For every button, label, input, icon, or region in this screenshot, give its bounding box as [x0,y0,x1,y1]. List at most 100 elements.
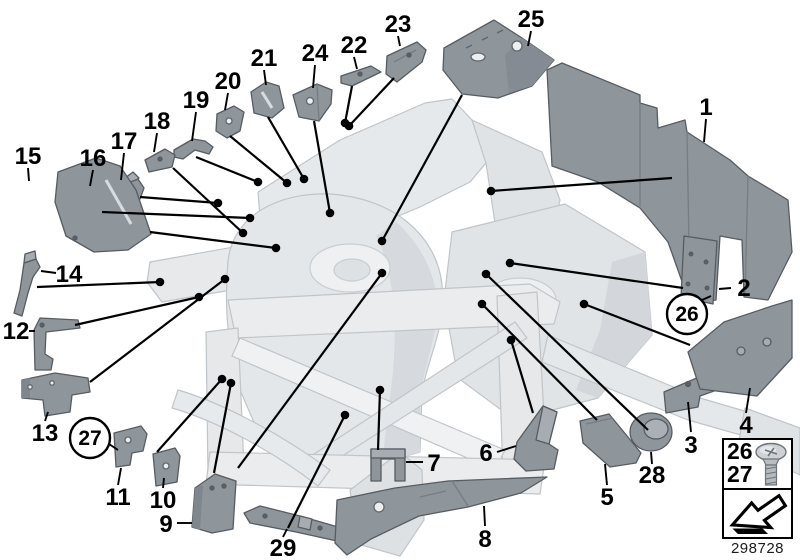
part-13[interactable] [21,372,91,417]
fastener-legend: 26 27 [722,438,793,539]
callout-22[interactable]: 22 [341,32,368,59]
callout-12[interactable]: 12 [3,318,30,345]
leader-line-part-29 [287,414,346,529]
callout-18[interactable]: 18 [144,108,171,135]
leader-line-part-19 [195,155,259,184]
callout-19[interactable]: 19 [183,87,210,114]
mount-point-dot-part-20 [282,178,292,188]
callout-stub-22 [353,56,358,70]
circled-callout-ring-26[interactable] [665,292,709,336]
leader-line-part-25 [381,94,463,242]
callout-9[interactable]: 9 [159,511,172,538]
legend-item-27: 27 [727,461,753,487]
leader-line-part-18 [172,167,244,234]
callout-stub-24 [312,64,316,89]
part-6[interactable] [513,405,559,472]
leader-line-part-10 [156,378,223,453]
mount-point-dot-part-7 [375,385,385,395]
part-19[interactable] [173,138,214,160]
callout-11[interactable]: 11 [105,484,130,511]
part-10[interactable] [152,447,181,487]
mount-point-dot-part-21 [299,174,309,184]
mount-point-dot-part-29 [340,410,350,420]
part-20[interactable] [215,105,245,139]
diagram-id: 298728 [730,540,785,557]
mount-point-dot-part-28 [481,269,491,279]
callout-28[interactable]: 28 [639,462,666,489]
mount-point-dot-part-14 [155,277,165,287]
part-15[interactable] [54,157,152,253]
callout-stub-2 [718,287,732,290]
callout-stub-20 [224,92,229,111]
callout-3[interactable]: 3 [684,432,697,459]
callout-25[interactable]: 25 [518,6,545,33]
callout-20[interactable]: 20 [215,68,242,95]
part-5[interactable] [579,413,642,468]
leader-lines-layer [36,77,691,529]
part-7[interactable] [370,448,406,482]
callout-13[interactable]: 13 [32,420,59,447]
part-18[interactable] [144,148,176,173]
part-14[interactable] [13,250,41,317]
leader-line-part-6 [509,339,535,414]
callout-stub-5 [604,463,608,486]
callout-stub-18 [153,132,158,153]
part-4[interactable] [687,299,793,397]
callout-10[interactable]: 10 [150,487,177,514]
dome-opening-inner [333,258,371,282]
mount-point-dot-part-9 [377,268,387,278]
callout-6[interactable]: 6 [479,440,492,467]
callout-7[interactable]: 7 [427,450,440,477]
part-21[interactable] [250,81,285,119]
part-12[interactable] [33,317,81,371]
callout-16[interactable]: 16 [80,145,107,172]
mount-point-dot-part-10 [217,374,227,384]
fastener-legend-row: 26 27 [724,440,791,490]
callout-23[interactable]: 23 [385,11,412,38]
callout-24[interactable]: 24 [302,40,329,67]
leader-line-part-9 [237,272,383,469]
circled-callout-ring-27[interactable] [68,416,112,460]
callout-1[interactable]: 1 [699,94,712,121]
part-8[interactable] [334,476,548,556]
callout-15[interactable]: 15 [15,143,42,170]
leader-line-part-7 [376,389,382,451]
mount-point-dot-part-24 [325,208,335,218]
leader-line-part-24 [312,120,332,214]
circled-callout-27[interactable]: 27 [78,427,101,450]
part-22[interactable] [340,65,382,87]
callout-17[interactable]: 17 [111,128,138,155]
mount-point-dot-part-9 [226,378,236,388]
leader-line-part-1 [490,176,673,193]
leader-line-part-20 [229,135,288,184]
callout-stub-1 [703,118,707,143]
mount-point-dot-part-19 [253,177,263,187]
callout-8[interactable]: 8 [478,526,491,553]
callout-29[interactable]: 29 [270,535,297,560]
callout-14[interactable]: 14 [56,261,83,288]
callout-21[interactable]: 21 [251,45,278,72]
part-2[interactable] [680,235,718,305]
mount-point-dot-part-5 [477,299,487,309]
leader-line-part-5 [481,303,598,421]
callout-4[interactable]: 4 [739,412,753,439]
callout-stub-15 [27,167,30,182]
part-23[interactable] [385,41,427,83]
mount-point-dot-part-6 [506,335,516,345]
circled-callout-26[interactable]: 26 [675,303,698,326]
leader-line-part-9 [212,382,233,474]
screw-icon [755,442,787,486]
callout-stub-8 [483,505,486,527]
callout-5[interactable]: 5 [600,484,613,511]
legend-item-26: 26 [727,438,753,464]
callout-2[interactable]: 2 [737,275,750,302]
leader-line-part-13 [89,278,226,383]
part-11[interactable] [113,425,148,468]
part-24[interactable] [292,83,333,122]
part-9[interactable] [191,473,237,534]
part-25[interactable] [442,19,555,99]
mount-point-dot-part-2 [505,258,515,268]
callout-stub-21 [263,69,267,86]
callout-stub-23 [397,35,401,47]
